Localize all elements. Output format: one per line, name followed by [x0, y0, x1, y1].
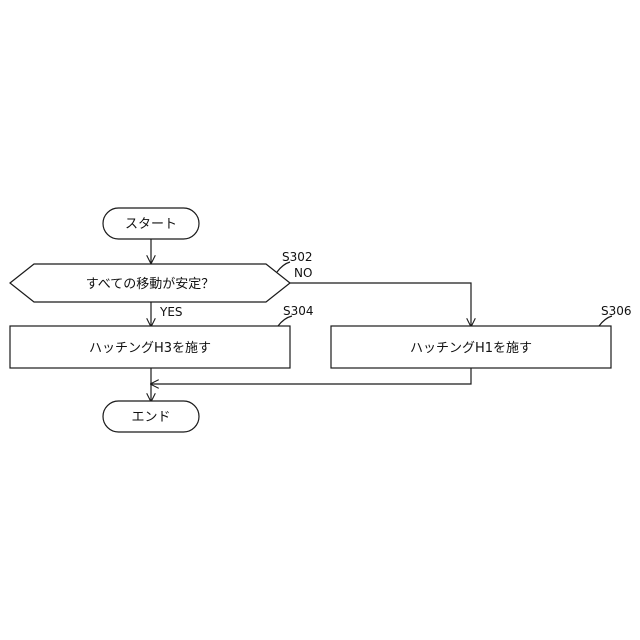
process-h1-ref-label: S306: [601, 304, 632, 318]
decision-ref-label: S302: [282, 250, 313, 264]
branch-yes-label: YES: [159, 305, 183, 319]
end-label: エンド: [131, 410, 170, 425]
process-h3-label: ハッチングH3を施す: [89, 341, 211, 356]
process-h1-label: ハッチングH1を施す: [410, 341, 532, 356]
branch-no-label: NO: [294, 266, 312, 280]
edge-h1-to-merge: [151, 368, 471, 384]
start-label: スタート: [125, 217, 177, 232]
decision-label: すべての移動が安定？: [86, 277, 215, 292]
process-h3-ref-label: S304: [283, 304, 314, 318]
edge-decision-to-h1: [290, 283, 471, 326]
